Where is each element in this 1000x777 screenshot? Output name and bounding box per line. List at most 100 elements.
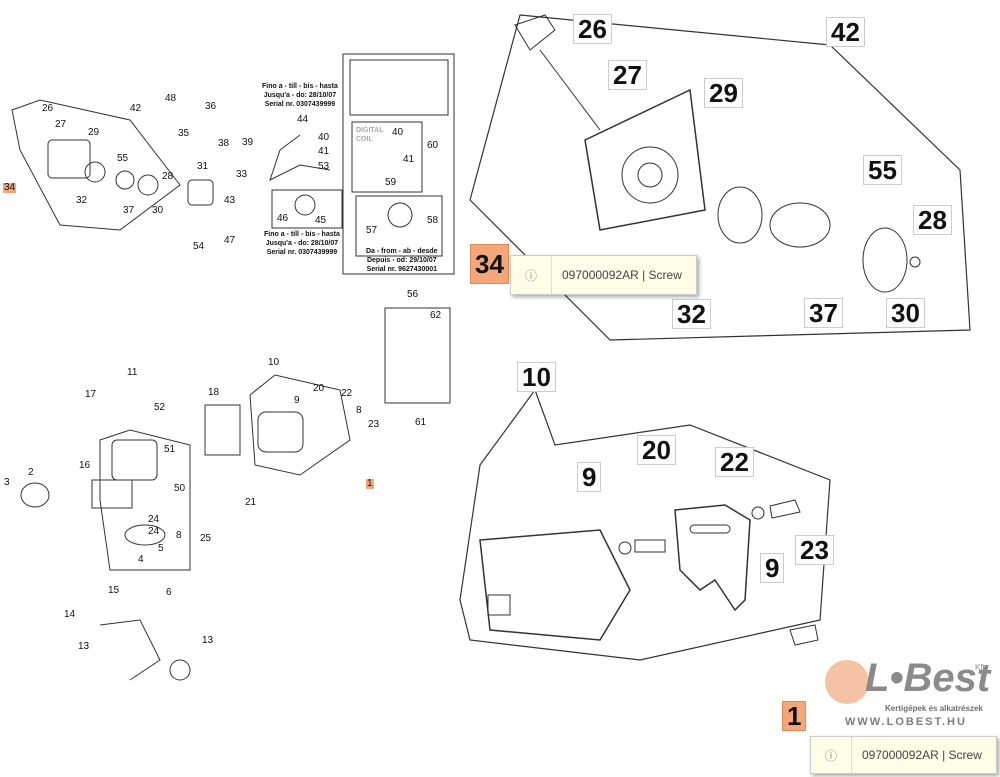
info-icon: ⓘ <box>811 737 852 773</box>
callout-label[interactable]: 59 <box>385 177 397 188</box>
callout-box-highlighted[interactable]: 34 <box>470 244 509 284</box>
callout-box[interactable]: 9 <box>577 462 602 492</box>
callout-label[interactable]: 55 <box>117 153 129 164</box>
callout-label[interactable]: 10 <box>268 357 280 368</box>
callout-label[interactable]: 6 <box>166 587 172 598</box>
callout-label[interactable]: 24 <box>148 514 160 525</box>
callout-label[interactable]: 46 <box>277 213 289 224</box>
callout-label[interactable]: 14 <box>64 609 76 620</box>
note-line: Serial nr. 0307439999 <box>264 100 336 108</box>
callout-label[interactable]: 4 <box>138 554 144 565</box>
callout-label[interactable]: 42 <box>130 103 142 114</box>
lobest-watermark: L•Best Kft. Kertigépek és alkatrészek WW… <box>825 658 995 732</box>
note-line: Depuis - od: 29/10/07 <box>366 256 437 264</box>
callout-label[interactable]: 44 <box>297 114 309 125</box>
callout-label[interactable]: 50 <box>174 483 186 494</box>
callout-box[interactable]: 55 <box>863 155 902 185</box>
callout-label[interactable]: 52 <box>154 402 166 413</box>
callout-label[interactable]: 24 <box>148 526 160 537</box>
callout-label[interactable]: 22 <box>341 388 353 399</box>
callout-label[interactable]: 32 <box>76 195 88 206</box>
logo-url: WWW.LOBEST.HU <box>845 716 967 728</box>
callout-label[interactable]: 8 <box>356 405 362 416</box>
callout-box[interactable]: 10 <box>517 362 556 392</box>
callout-label[interactable]: 15 <box>108 585 120 596</box>
callout-box[interactable]: 20 <box>637 435 676 465</box>
note-line: Serial nr. 9627430001 <box>366 265 438 273</box>
callout-label[interactable]: 38 <box>218 138 230 149</box>
serial-note-until: Fino a - till - bis - hasta Jusqu'a - do… <box>264 231 340 257</box>
callout-label[interactable]: 40 <box>318 132 330 143</box>
logo-circle <box>825 660 869 704</box>
callout-label[interactable]: 54 <box>193 241 205 252</box>
callout-box-highlighted[interactable]: 1 <box>782 701 807 731</box>
callout-label[interactable]: 27 <box>55 119 67 130</box>
callout-label[interactable]: 62 <box>430 310 442 321</box>
callout-label[interactable]: 33 <box>236 169 248 180</box>
callout-label[interactable]: 30 <box>152 205 164 216</box>
callout-box[interactable]: 23 <box>795 535 834 565</box>
logo-suffix: Kft. <box>975 663 988 672</box>
callout-label[interactable]: 29 <box>88 127 100 138</box>
callout-label[interactable]: 28 <box>162 171 174 182</box>
callout-label[interactable]: 48 <box>165 93 177 104</box>
callout-label[interactable]: 5 <box>158 543 164 554</box>
tooltip-text: 097000092AR | Screw <box>862 748 982 762</box>
callout-box[interactable]: 29 <box>704 78 743 108</box>
part-tooltip: ⓘ 097000092AR | Screw <box>810 736 997 774</box>
tooltip-text: 097000092AR | Screw <box>562 268 682 282</box>
callout-label[interactable]: 53 <box>318 161 330 172</box>
callout-label[interactable]: 47 <box>224 235 236 246</box>
digital-coil-label: DIGITAL COIL <box>356 127 384 143</box>
callout-label[interactable]: 51 <box>164 444 176 455</box>
callout-label[interactable]: 40 <box>392 127 404 138</box>
callout-label[interactable]: 57 <box>366 225 378 236</box>
callout-label[interactable]: 56 <box>407 289 419 300</box>
callout-label[interactable]: 61 <box>415 417 427 428</box>
callout-label[interactable]: 13 <box>202 635 214 646</box>
callout-label[interactable]: 41 <box>403 154 415 165</box>
callout-label[interactable]: 26 <box>42 103 54 114</box>
callout-label[interactable]: 23 <box>368 419 380 430</box>
callout-label[interactable]: 16 <box>79 460 91 471</box>
callout-box[interactable]: 28 <box>913 205 952 235</box>
callout-label-highlighted[interactable]: 34 <box>3 182 17 193</box>
note-line: Fino a - till - bis - hasta <box>262 83 338 90</box>
callout-box[interactable]: 26 <box>573 14 612 44</box>
callout-label[interactable]: 20 <box>313 383 325 394</box>
callout-box[interactable]: 30 <box>886 298 925 328</box>
serial-note-until: Fino a - till - bis - hasta Jusqu'a - do… <box>262 83 338 109</box>
callout-label[interactable]: 58 <box>427 215 439 226</box>
note-line: Serial nr. 0307439999 <box>266 248 338 256</box>
info-icon: ⓘ <box>511 256 552 294</box>
callout-label[interactable]: 41 <box>318 146 330 157</box>
callout-label[interactable]: 37 <box>123 205 135 216</box>
callout-label[interactable]: 39 <box>242 137 254 148</box>
callout-box[interactable]: 37 <box>804 298 843 328</box>
callout-label[interactable]: 35 <box>178 128 190 139</box>
callout-label[interactable]: 17 <box>85 389 97 400</box>
callout-label[interactable]: 25 <box>200 533 212 544</box>
callout-label[interactable]: 3 <box>4 477 10 488</box>
callout-label[interactable]: 21 <box>245 497 257 508</box>
callout-label[interactable]: 18 <box>208 387 220 398</box>
callout-label[interactable]: 11 <box>127 367 138 378</box>
callout-box[interactable]: 42 <box>826 17 865 47</box>
callout-label[interactable]: 36 <box>205 101 217 112</box>
callout-label[interactable]: 60 <box>427 140 439 151</box>
callout-box[interactable]: 9 <box>760 553 785 583</box>
callout-label[interactable]: 2 <box>28 467 34 478</box>
callout-label[interactable]: 43 <box>224 195 236 206</box>
callout-label[interactable]: 31 <box>197 161 209 172</box>
note-line: Jusqu'a - do: 28/10/07 <box>265 239 339 247</box>
callout-label[interactable]: 45 <box>315 215 327 226</box>
serial-note-from: Da - from - ab - desde Depuis - od: 29/1… <box>366 248 438 274</box>
callout-label[interactable]: 8 <box>176 530 182 541</box>
callout-label[interactable]: 13 <box>78 641 90 652</box>
callout-box[interactable]: 27 <box>608 60 647 90</box>
callout-label-highlighted[interactable]: 1 <box>366 478 374 489</box>
callout-box[interactable]: 22 <box>715 447 754 477</box>
callout-label[interactable]: 9 <box>294 395 300 406</box>
callout-box[interactable]: 32 <box>672 299 711 329</box>
